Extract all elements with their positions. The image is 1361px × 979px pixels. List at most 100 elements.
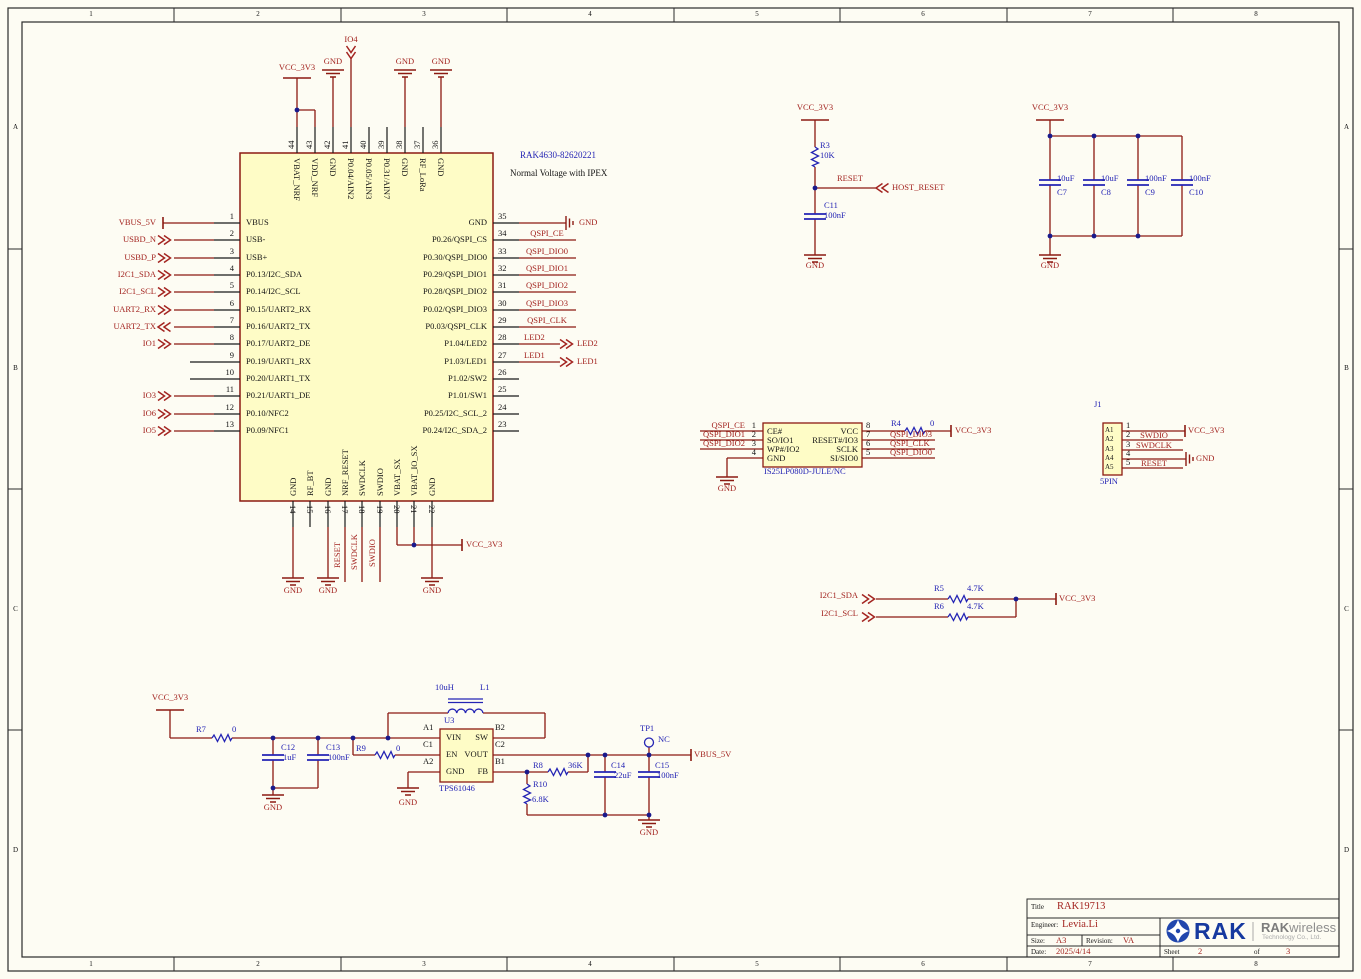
- pin-name: P0.16/UART2_TX: [246, 321, 311, 331]
- frame-col-label: 5: [755, 960, 759, 968]
- pin-name: SWDIO: [375, 468, 385, 496]
- net-label[interactable]: QSPI_CLK: [890, 438, 930, 448]
- pin-number: 6: [866, 438, 871, 448]
- net-label[interactable]: I2C1_SDA: [117, 269, 156, 279]
- testpoint-symbol[interactable]: [643, 737, 655, 748]
- pin-name: P0.04/AIN2: [346, 158, 356, 200]
- pin-name: GND: [446, 766, 465, 776]
- rak4630-module-body[interactable]: [239, 152, 494, 502]
- frame-col-label: 6: [921, 10, 925, 18]
- net-label[interactable]: UART2_RX: [113, 304, 156, 314]
- power-label-gnd[interactable]: GND: [323, 56, 343, 66]
- titleblock-title-label: Title: [1031, 903, 1044, 911]
- power-label-gnd[interactable]: GND: [398, 797, 418, 807]
- power-label-gnd[interactable]: GND: [263, 802, 283, 812]
- power-label-vcc[interactable]: VCC_3V3: [796, 102, 834, 112]
- net-label[interactable]: QSPI_CE: [711, 420, 745, 430]
- pin-name: GND: [767, 453, 786, 463]
- power-label-vcc[interactable]: VCC_3V3: [278, 62, 316, 72]
- net-label[interactable]: QSPI_DIO1: [525, 263, 569, 273]
- j1-connector-body[interactable]: [1102, 422, 1123, 476]
- titleblock-title: RAK19713: [1057, 901, 1106, 912]
- net-label[interactable]: I2C1_SCL: [119, 286, 156, 296]
- pin-name: GND: [328, 158, 338, 177]
- port-label[interactable]: LED1: [577, 356, 598, 366]
- power-label-gnd[interactable]: GND: [318, 585, 338, 595]
- power-label-gnd[interactable]: GND: [422, 585, 442, 595]
- net-label[interactable]: IO3: [142, 390, 156, 400]
- gnd-port-label[interactable]: GND: [1196, 453, 1215, 463]
- power-label-gnd[interactable]: GND: [805, 260, 825, 270]
- power-label-vcc[interactable]: VCC_3V3: [466, 539, 503, 549]
- port-label[interactable]: LED2: [577, 338, 598, 348]
- net-label[interactable]: QSPI_CE: [530, 228, 564, 238]
- net-label[interactable]: IO1: [142, 338, 156, 348]
- net-label[interactable]: IO5: [142, 425, 156, 435]
- pin-name: P0.21/UART1_DE: [246, 390, 311, 400]
- pin-name: VBAT_SX: [392, 458, 402, 496]
- pin-name: P0.24/I2C_SDA_2: [422, 425, 487, 435]
- net-label[interactable]: UART2_TX: [113, 321, 156, 331]
- net-label-swdclk[interactable]: SWDCLK: [349, 534, 359, 570]
- power-label-vcc[interactable]: VCC_3V3: [955, 425, 992, 435]
- pin-name: P0.19/UART1_RX: [246, 356, 311, 366]
- power-label-vcc[interactable]: VCC_3V3: [1059, 593, 1096, 603]
- net-label-reset[interactable]: RESET: [1141, 458, 1167, 468]
- power-label-gnd[interactable]: GND: [395, 56, 415, 66]
- capacitor-value: 22uF: [614, 770, 632, 780]
- pad-name: C1: [423, 739, 433, 749]
- port-label-scl[interactable]: I2C1_SCL: [821, 608, 858, 618]
- pin-name: RF_LoRa: [418, 158, 428, 192]
- pin-name: P0.03/QSPI_CLK: [425, 321, 487, 331]
- inductor-symbol[interactable]: [447, 698, 484, 714]
- port-label-sda[interactable]: I2C1_SDA: [819, 590, 858, 600]
- power-label-vcc[interactable]: VCC_3V3: [151, 692, 189, 702]
- net-label[interactable]: USBD_N: [122, 234, 156, 244]
- ic-pin-stubs: [190, 127, 519, 527]
- port-label-io4[interactable]: IO4: [344, 34, 358, 44]
- frame-row-label: A: [12, 123, 19, 131]
- net-label[interactable]: QSPI_DIO1: [702, 429, 745, 439]
- net-label[interactable]: QSPI_DIO2: [702, 438, 745, 448]
- connector-ref: J1: [1094, 399, 1102, 409]
- pin-number: 9: [229, 350, 234, 360]
- power-label-gnd[interactable]: GND: [431, 56, 451, 66]
- net-label[interactable]: USBD_P: [124, 252, 156, 262]
- power-label-vcc[interactable]: VCC_3V3: [1188, 425, 1225, 435]
- inductor-value: 10uH: [435, 682, 454, 692]
- rak-logo-text: RAK: [1194, 918, 1247, 944]
- power-label-gnd[interactable]: GND: [283, 585, 303, 595]
- resistor-value: 10K: [820, 150, 835, 160]
- power-label-vcc[interactable]: VCC_3V3: [1031, 102, 1069, 112]
- power-label-gnd[interactable]: GND: [717, 483, 737, 493]
- net-label-swdio[interactable]: SWDIO: [1140, 430, 1168, 440]
- net-label[interactable]: VBUS_5V: [118, 217, 156, 227]
- power-label-gnd[interactable]: GND: [639, 827, 659, 837]
- net-label[interactable]: QSPI_DIO3: [890, 429, 933, 439]
- net-label[interactable]: LED2: [524, 332, 545, 342]
- pin-name: P0.14/I2C_SCL: [246, 286, 301, 296]
- net-label[interactable]: IO6: [142, 408, 156, 418]
- pin-number: 22: [427, 505, 437, 514]
- net-label-reset[interactable]: RESET: [837, 173, 863, 183]
- capacitor-value: 100nF: [1145, 173, 1167, 183]
- pin-number: 7: [866, 429, 871, 439]
- net-label-swdclk[interactable]: SWDCLK: [1136, 440, 1172, 450]
- titleblock-sheet-label: Sheet: [1164, 948, 1180, 956]
- boost-ic-body[interactable]: [439, 728, 494, 783]
- port-label-host-reset[interactable]: HOST_RESET: [892, 182, 945, 192]
- net-label[interactable]: LED1: [524, 350, 545, 360]
- gnd-port-label[interactable]: GND: [579, 217, 598, 227]
- net-label[interactable]: QSPI_DIO0: [890, 447, 933, 457]
- flash-ic-body[interactable]: [762, 422, 863, 468]
- power-label-gnd[interactable]: GND: [1040, 260, 1060, 270]
- power-label-vbus[interactable]: VBUS_5V: [694, 749, 732, 759]
- net-label[interactable]: QSPI_DIO0: [525, 246, 569, 256]
- net-label-reset[interactable]: RESET: [332, 542, 342, 568]
- net-label[interactable]: QSPI_CLK: [527, 315, 567, 325]
- pin-name: GND: [436, 158, 446, 177]
- net-label[interactable]: QSPI_DIO2: [525, 280, 569, 290]
- net-label-swdio[interactable]: SWDIO: [367, 539, 377, 567]
- net-label[interactable]: QSPI_DIO3: [525, 298, 569, 308]
- pin-name: VIN: [446, 732, 462, 742]
